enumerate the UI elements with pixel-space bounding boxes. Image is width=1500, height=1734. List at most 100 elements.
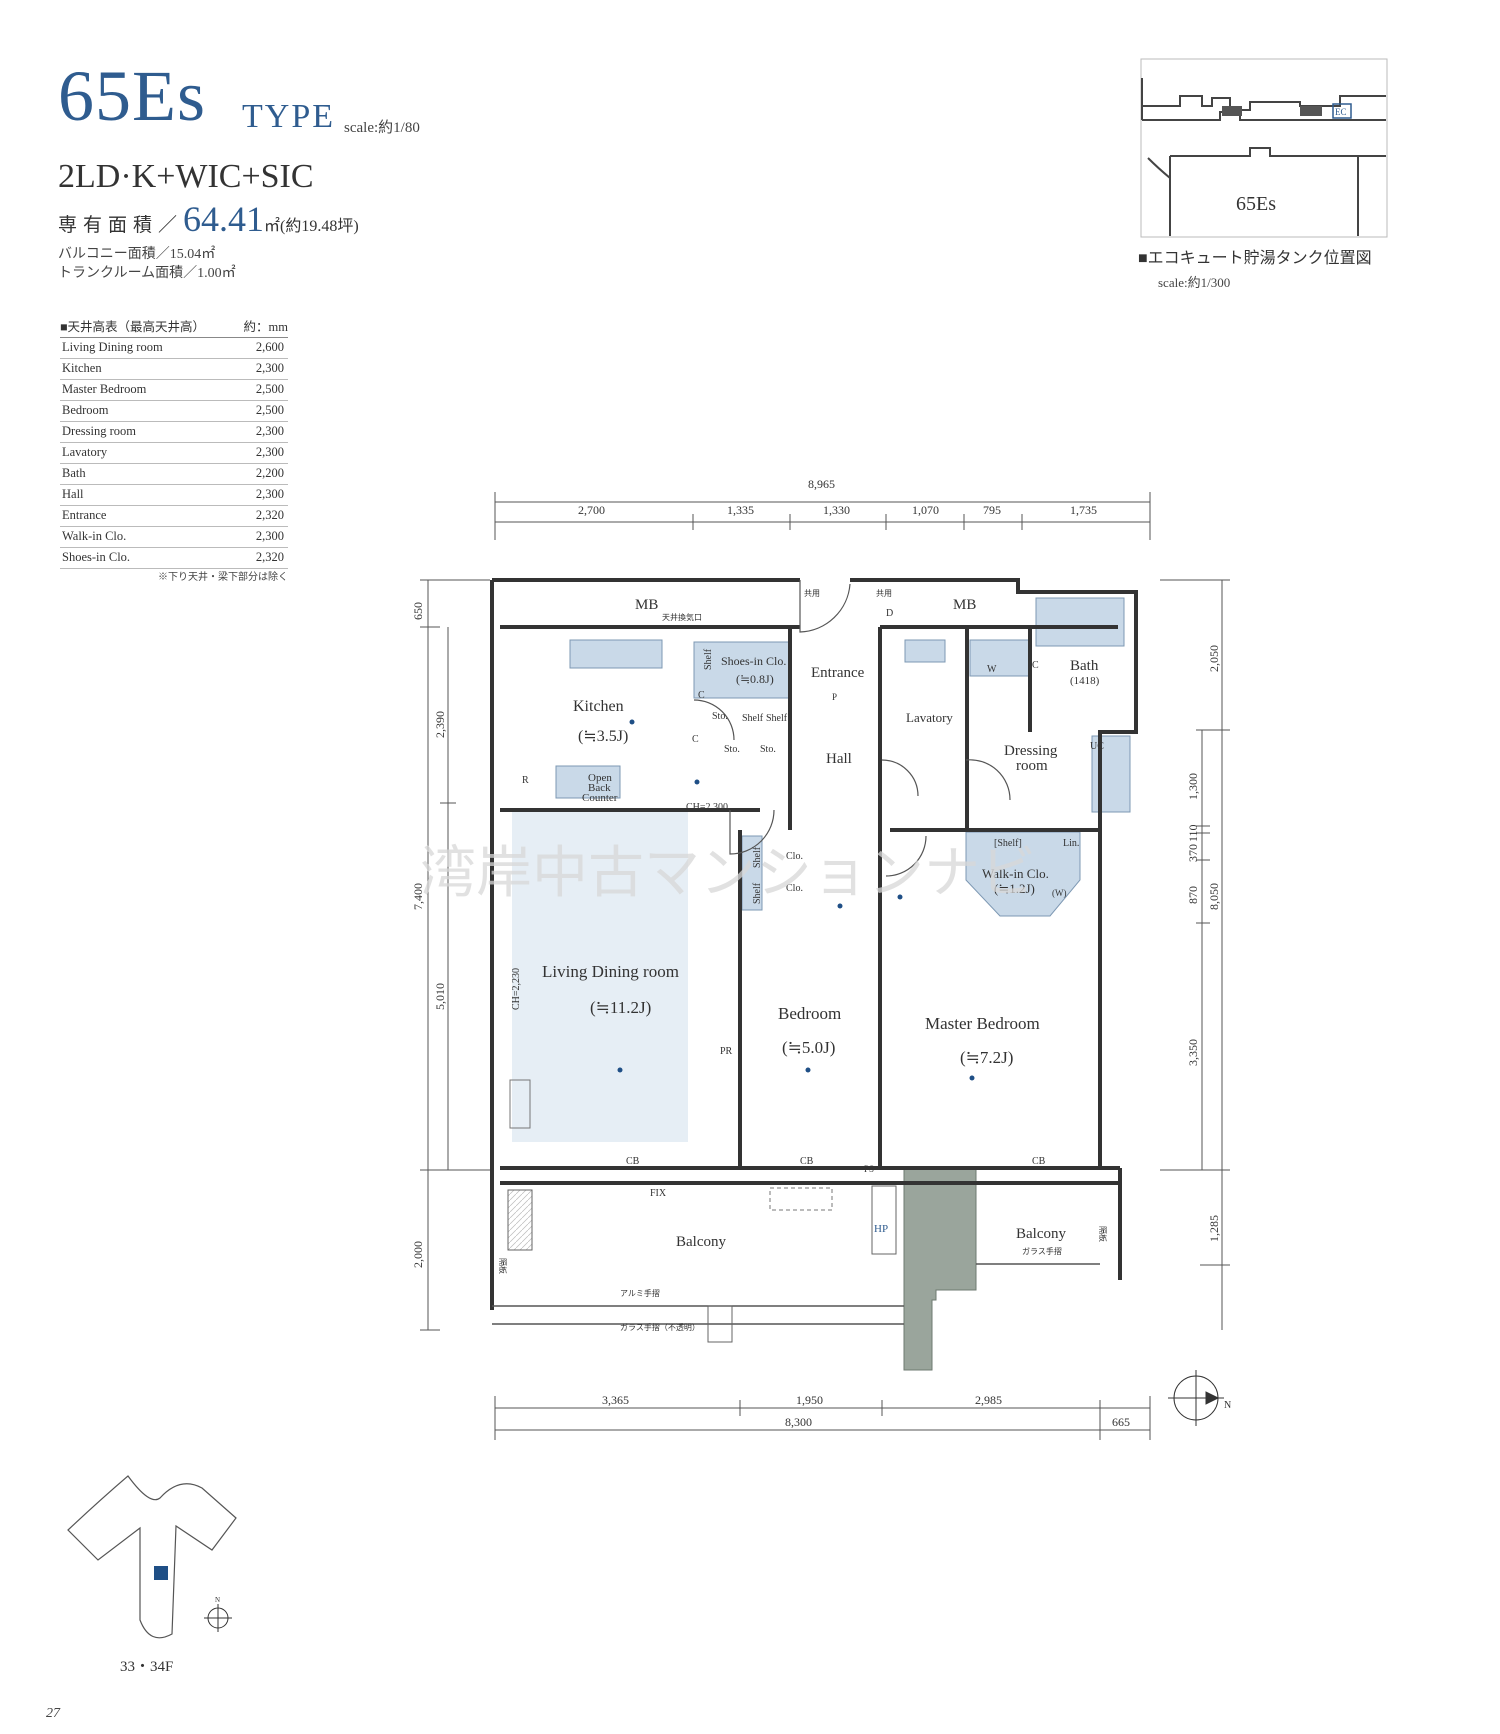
- shelf-label: Shelf: [703, 648, 714, 670]
- dim-right-inner-3: 870: [1186, 886, 1200, 904]
- d-label: D: [886, 608, 893, 619]
- open-back-counter: [555, 765, 621, 799]
- plan-scale: scale:約1/80: [344, 120, 420, 136]
- cb-label: CB: [800, 1156, 814, 1167]
- building-key-plan: [67, 1475, 237, 1639]
- keyplan-unit-label: 65Es: [1236, 193, 1276, 215]
- compass: [1168, 1370, 1224, 1426]
- dim-top-0: 2,700: [578, 503, 605, 517]
- cb-label: CB: [1032, 1156, 1046, 1167]
- uc-label: UC: [1090, 741, 1104, 752]
- ceiling-room-name: Kitchen: [62, 361, 102, 375]
- balcony-right-label: Balcony: [1016, 1226, 1066, 1242]
- cb-label: CB: [626, 1156, 640, 1167]
- kitchen-label: Kitchen: [573, 698, 624, 715]
- ceiling-room-height: 2,200: [255, 466, 284, 480]
- shelf-label: Shelf: [766, 713, 788, 724]
- small-plan-labels: Shelf Sto. Sto. Sto. Shelf Shelf Clo. Cl…: [498, 589, 1108, 1332]
- dim-top-4: 795: [983, 503, 1001, 517]
- ldr-floor-shade: [512, 812, 688, 1142]
- area-label: 専有面積／: [58, 215, 184, 236]
- shelf-label: Shelf: [752, 882, 763, 904]
- ecocute-tank: [1300, 106, 1322, 116]
- washer-fixture: [969, 639, 1031, 677]
- balcony-hatch: [769, 1187, 833, 1211]
- entrance-door: [799, 580, 851, 633]
- kitchen-door: [693, 699, 735, 741]
- dim-left-inner-0: 2,390: [433, 711, 447, 738]
- balcony-area: バルコニー面積／15.04㎡: [58, 247, 216, 262]
- compass-north-label: N: [1224, 1400, 1231, 1411]
- ceiling-table-row: Entrance 2,320: [60, 506, 288, 527]
- dim-top-2: 1,330: [823, 503, 850, 517]
- small-compass-n: N: [215, 1596, 220, 1604]
- area-value: 64.41: [183, 199, 265, 239]
- wic-size: (≒1.2J): [994, 881, 1035, 896]
- bedroom-door: [729, 809, 775, 855]
- page-number: 27: [46, 1706, 60, 1721]
- dim-left-2: 2,000: [411, 1241, 425, 1268]
- ceiling-room-name: Entrance: [62, 508, 107, 522]
- entrance-label: Entrance: [811, 665, 865, 681]
- ceiling-room-height: 2,320: [255, 550, 284, 564]
- partition-label: 隔板: [1098, 1226, 1108, 1242]
- dim-bottom-extra: 665: [1112, 1415, 1130, 1429]
- watermark: 湾岸中古マンションナビ: [420, 843, 1036, 905]
- mb-right-label: MB: [953, 597, 976, 613]
- ec-box: [1332, 103, 1352, 119]
- ceiling-room-name: Walk-in Clo.: [62, 529, 127, 543]
- dim-top-5: 1,735: [1070, 503, 1097, 517]
- c-label: C: [1032, 660, 1039, 671]
- bath-label: Bath: [1070, 658, 1099, 674]
- ceiling-table-unit: 約：mm: [243, 320, 288, 334]
- counter-label-2: Counter: [582, 792, 618, 804]
- ceiling-table-row: Walk-in Clo. 2,300: [60, 527, 288, 548]
- ceiling-room-name: Dressing room: [62, 424, 136, 438]
- shoes-closet-size: (≒0.8J): [736, 672, 774, 686]
- clo-label: Clo.: [786, 883, 803, 894]
- c-label: C: [698, 690, 705, 701]
- fixtures: [555, 597, 1131, 917]
- ch-ldr: CH=2,230: [511, 968, 522, 1010]
- ceiling-room-height: 2,300: [255, 424, 284, 438]
- dim-right-1: 8,050: [1207, 883, 1221, 910]
- bedroom-label: Bedroom: [778, 1004, 841, 1023]
- fridge-label: R: [522, 775, 529, 786]
- balcony-rails: [492, 1263, 1100, 1325]
- kyoyo-label: 共用: [876, 589, 892, 598]
- ceiling-table-header: ■天井高表（最高天井高） 約：mm: [60, 314, 288, 338]
- hp-label: HP: [874, 1223, 888, 1235]
- dim-bottom-total: 8,300: [785, 1415, 812, 1429]
- ecocute-tank: [1222, 106, 1242, 116]
- master-bedroom-label: Master Bedroom: [925, 1014, 1040, 1033]
- dressing-label-2: room: [1016, 758, 1048, 774]
- ceiling-room-height: 2,300: [255, 529, 284, 543]
- ceiling-room-name: Living Dining room: [62, 340, 163, 354]
- kyoyo-label: 共用: [804, 589, 820, 598]
- dim-total-top: 8,965: [808, 477, 835, 491]
- ceiling-room-height: 2,600: [255, 340, 284, 354]
- ceiling-room-name: Shoes-in Clo.: [62, 550, 131, 564]
- balcony-partition: [507, 1189, 533, 1251]
- c-label: C: [692, 734, 699, 745]
- vent-label: 天井換気口: [662, 612, 702, 622]
- sto-label: Sto.: [724, 744, 740, 755]
- ceiling-height-table: ■天井高表（最高天井高） 約：mm Living Dining room 2,60…: [60, 314, 288, 569]
- storage-box: [509, 1079, 531, 1129]
- ceiling-room-height: 2,320: [255, 508, 284, 522]
- unit-location-marker: [154, 1566, 168, 1580]
- mb-left-label: MB: [635, 597, 658, 613]
- bath-size: (1418): [1070, 675, 1100, 687]
- dim-right-inner-1: 110: [1186, 824, 1200, 842]
- dim-right-inner-4: 3,350: [1186, 1039, 1200, 1066]
- shelf-label: Shelf: [742, 713, 764, 724]
- washer-label: W: [987, 664, 997, 675]
- lavatory-label: Lavatory: [906, 710, 953, 725]
- heat-pump-unit: [871, 1185, 897, 1255]
- balcony-left-label: Balcony: [676, 1234, 726, 1250]
- drain-box: [707, 1305, 733, 1343]
- dim-bottom-0: 3,365: [602, 1393, 629, 1407]
- shoes-closet-label: Shoes-in Clo.: [721, 654, 786, 668]
